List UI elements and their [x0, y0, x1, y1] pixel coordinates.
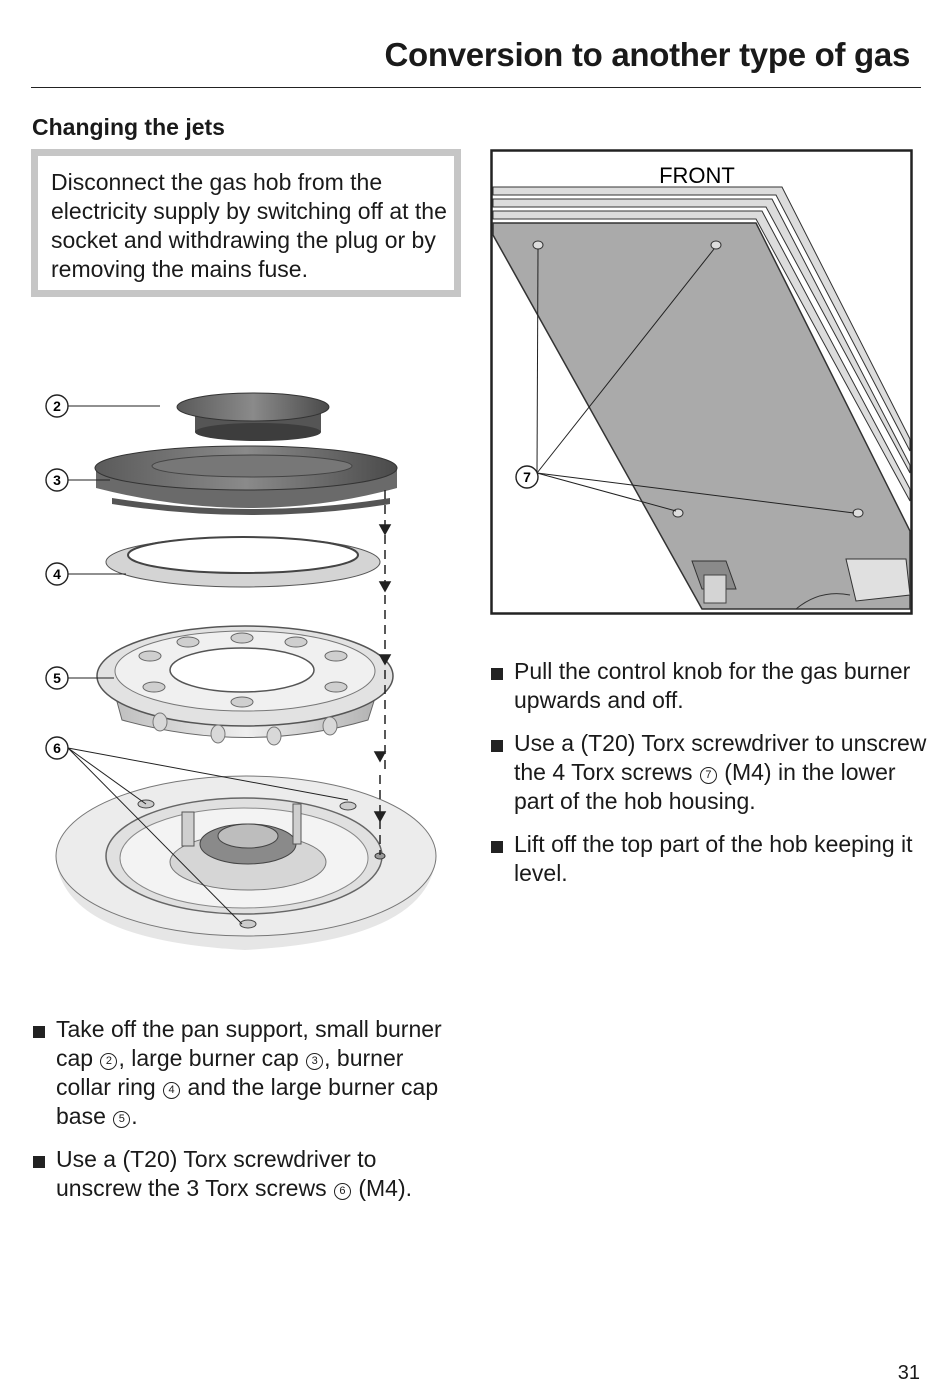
- callout-5: 5: [45, 666, 69, 690]
- right-steps-list: Pull the control knob for the gas burner…: [490, 657, 930, 902]
- callout-7: 7: [515, 465, 539, 489]
- small-burner-cap: [176, 392, 330, 441]
- section-heading: Changing the jets: [32, 114, 225, 140]
- hob-base-plate: [55, 775, 437, 950]
- svg-text:2: 2: [53, 398, 61, 414]
- callout-ref-4: 4: [163, 1082, 181, 1099]
- housing-panel: [492, 222, 911, 610]
- gas-connector: [691, 560, 737, 604]
- power-connector: [795, 558, 911, 610]
- torx-screw-heads: [532, 240, 864, 518]
- list-item: Use a (T20) Torx screwdriver to unscrew …: [32, 1145, 452, 1203]
- front-label: FRONT: [659, 163, 735, 188]
- bullet-square-icon: [491, 841, 503, 853]
- bullet-square-icon: [33, 1026, 45, 1038]
- bullet-square-icon: [33, 1156, 45, 1168]
- list-item: Take off the pan support, small burner c…: [32, 1015, 452, 1131]
- callout-3: 3: [45, 468, 69, 492]
- bullet-square-icon: [491, 740, 503, 752]
- housing-frame-edges: [492, 186, 911, 502]
- callout-4: 4: [45, 562, 69, 586]
- alignment-arrows: [373, 490, 392, 855]
- leader-lines-7: [536, 248, 855, 514]
- list-item: Lift off the top part of the hob keeping…: [490, 830, 930, 888]
- list-item: Use a (T20) Torx screwdriver to unscrew …: [490, 729, 930, 816]
- svg-text:3: 3: [53, 472, 61, 488]
- left-steps-list: Take off the pan support, small burner c…: [32, 1015, 452, 1217]
- hob-housing-diagram: 7 FRONT: [490, 149, 913, 615]
- page-title: Conversion to another type of gas: [384, 36, 911, 73]
- large-burner-cap: [94, 445, 398, 515]
- callout-ref-3: 3: [306, 1053, 324, 1070]
- leader-lines: [67, 405, 349, 925]
- callout-6: 6: [45, 736, 69, 760]
- title-divider: [31, 87, 921, 88]
- page-number: 31: [897, 1362, 920, 1384]
- svg-text:6: 6: [53, 740, 61, 756]
- burner-collar-ring: [105, 536, 381, 588]
- callout-2: 2: [45, 394, 69, 418]
- list-item: Pull the control knob for the gas burner…: [490, 657, 930, 715]
- warning-box: [31, 149, 461, 297]
- callout-ref-7: 7: [699, 767, 717, 784]
- svg-text:4: 4: [53, 566, 61, 582]
- warning-text: Disconnect the gas hob from the electric…: [51, 169, 447, 282]
- burner-exploded-diagram: 2 3 4 5 6: [45, 392, 437, 950]
- svg-text:5: 5: [53, 670, 61, 686]
- large-burner-cap-base: [96, 625, 394, 746]
- svg-text:7: 7: [523, 469, 531, 485]
- bullet-square-icon: [491, 668, 503, 680]
- callout-ref-6: 6: [333, 1183, 351, 1200]
- callout-ref-5: 5: [113, 1111, 131, 1128]
- callout-ref-2: 2: [100, 1053, 118, 1070]
